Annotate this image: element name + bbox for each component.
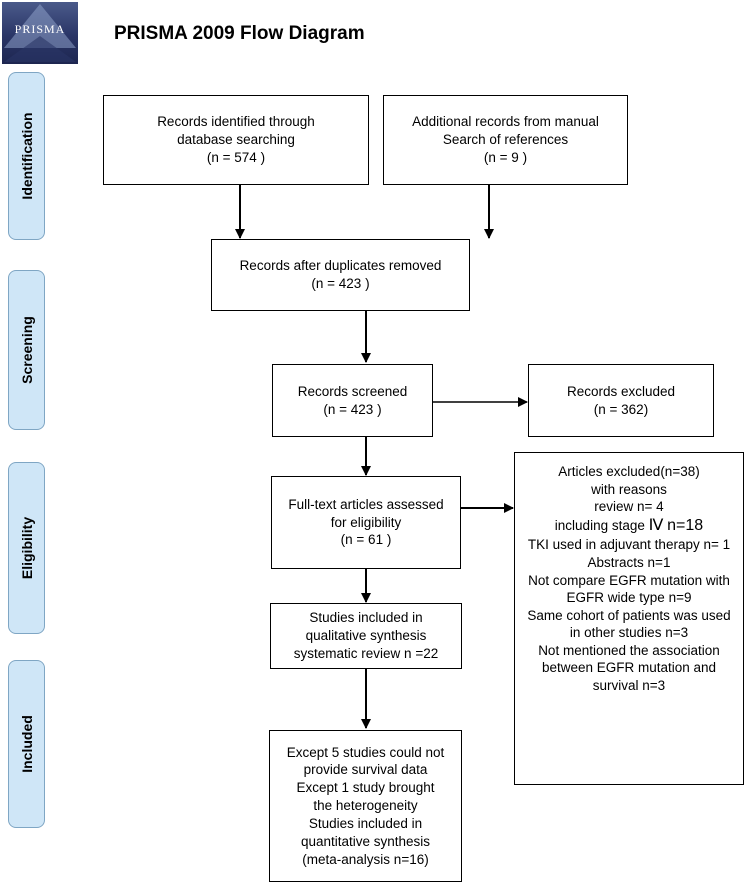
excluded-line-cohort: Same cohort of patients was used: [527, 607, 731, 623]
quantitative-line7: (meta-analysis n=16): [302, 851, 429, 867]
phase-identification: Identification: [8, 72, 45, 240]
quantitative-line1: Except 5 studies could not: [286, 744, 445, 760]
excluded-line-association: Not mentioned the association: [538, 642, 720, 658]
stage-prefix: including stage: [554, 517, 649, 533]
excluded-line-between: between EGFR mutation and: [541, 660, 717, 676]
records-excluded-box: Records excluded (n = 362): [528, 364, 714, 437]
excluded-line-other-studies: in other studies n=3: [569, 625, 689, 641]
manual-search-box: Additional records from manual Search of…: [383, 95, 628, 185]
records-excluded-line1: Records excluded: [566, 383, 676, 399]
quantitative-line3: Except 1 study brought: [296, 780, 435, 796]
database-line1: Records identified through: [157, 114, 315, 130]
manual-line1: Additional records from manual: [412, 114, 599, 130]
fulltext-line2: for eligibility: [330, 514, 402, 530]
logo-text: PRISMA: [14, 22, 66, 36]
phase-screening: Screening: [8, 270, 45, 430]
articles-excluded-box: Articles excluded(n=38) with reasons rev…: [514, 452, 744, 785]
duplicates-line1: Records after duplicates removed: [239, 258, 442, 274]
quantitative-line6: quantitative synthesis: [300, 833, 431, 849]
qualitative-line2: qualitative synthesis: [305, 628, 427, 644]
excluded-line-stage: including stage Ⅳ n=18: [555, 516, 703, 537]
quantitative-line5: Studies included in: [308, 815, 423, 831]
records-excluded-count: (n = 362): [593, 401, 649, 417]
database-search-box: Records identified through database sear…: [103, 95, 369, 185]
fulltext-count: (n = 61 ): [340, 532, 392, 548]
quantitative-line4: the heterogeneity: [313, 798, 418, 814]
stage-count: n=18: [667, 516, 704, 534]
phase-eligibility: Eligibility: [8, 462, 45, 634]
page-title: PRISMA 2009 Flow Diagram: [114, 23, 365, 44]
records-screened-box: Records screened (n = 423 ): [272, 364, 433, 437]
qualitative-line1: Studies included in: [309, 610, 423, 626]
excluded-line-wide-type: EGFR wide type n=9: [566, 590, 692, 606]
screened-count: (n = 423 ): [323, 401, 382, 417]
duplicates-removed-box: Records after duplicates removed (n = 42…: [211, 239, 470, 311]
excluded-line-survival: survival n=3: [592, 677, 666, 693]
database-count: (n = 574 ): [206, 149, 266, 165]
manual-count: (n = 9 ): [483, 149, 528, 165]
fulltext-assessed-box: Full-text articles assessed for eligibil…: [271, 476, 461, 569]
excluded-line-review: review n= 4: [594, 499, 664, 515]
excluded-line-reasons: with reasons: [591, 481, 667, 497]
excluded-line-compare: Not compare EGFR mutation with: [528, 572, 730, 588]
duplicates-count: (n = 423 ): [311, 276, 370, 291]
excluded-line-tki: TKI used in adjuvant therapy n= 1: [527, 537, 731, 553]
fulltext-line1: Full-text articles assessed: [288, 496, 444, 512]
quantitative-synthesis-box: Except 5 studies could not provide survi…: [269, 730, 462, 882]
database-line2: database searching: [177, 132, 295, 148]
phase-included: Included: [8, 660, 45, 828]
quantitative-line2: provide survival data: [303, 762, 428, 778]
qualitative-synthesis-box: Studies included in qualitative synthesi…: [270, 603, 462, 669]
screened-line1: Records screened: [297, 383, 408, 399]
logo-triangle-icon: [4, 4, 76, 62]
qualitative-line3: systematic review n =22: [293, 645, 439, 661]
prisma-logo: PRISMA: [2, 2, 78, 64]
manual-line2: Search of references: [442, 132, 569, 148]
excluded-line-total: Articles excluded(n=38): [558, 464, 700, 479]
stage-roman: Ⅳ: [648, 516, 664, 534]
excluded-line-abstracts: Abstracts n=1: [587, 554, 671, 570]
